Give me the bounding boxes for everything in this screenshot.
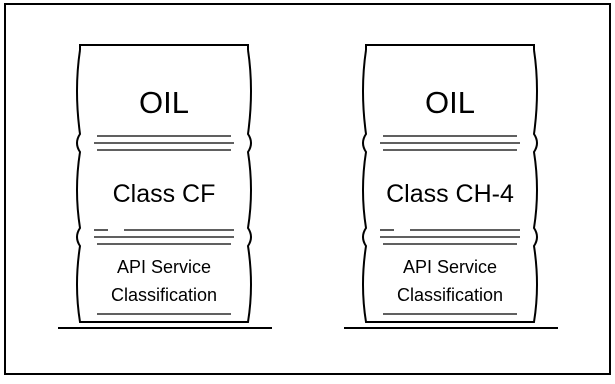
barrel-top-label: OIL <box>425 85 475 120</box>
barrel-lid <box>365 44 535 50</box>
barrel-service-line1: API Service <box>117 257 211 277</box>
barrel-lid <box>79 44 249 50</box>
barrel-class-label: Class CH-4 <box>386 180 514 208</box>
outer-border <box>4 3 611 375</box>
barrel-body <box>76 49 252 323</box>
barrel-top-label: OIL <box>139 85 189 120</box>
barrel-service-line2: Classification <box>111 285 217 305</box>
barrel-class-ch4: OIL Class CH-4 API Service Classificatio… <box>344 44 558 329</box>
barrel-service-line1: API Service <box>403 257 497 277</box>
barrel-body <box>362 49 538 323</box>
barrel-service-line2: Classification <box>397 285 503 305</box>
barrel-class-label: Class CF <box>113 180 216 208</box>
barrel-class-cf: OIL Class CF API Service Classification <box>58 44 272 329</box>
